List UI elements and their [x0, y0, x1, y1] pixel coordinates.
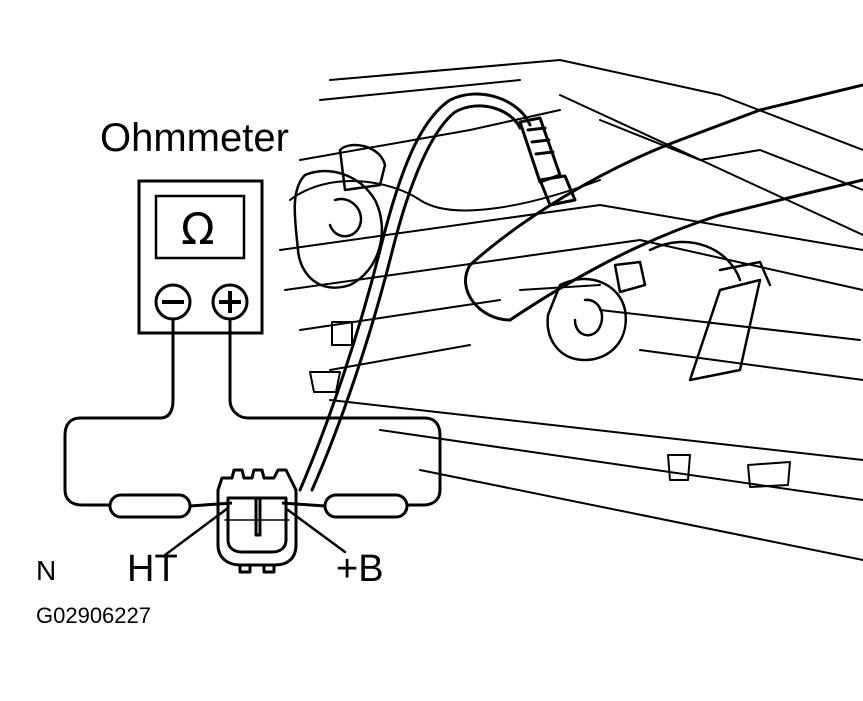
ohmmeter: [137, 179, 264, 335]
exhaust-pipe: [464, 83, 863, 322]
left-flange: [293, 143, 387, 289]
right-flange: [546, 260, 647, 362]
pipe-bracket: [648, 240, 772, 382]
figure-code: G02906227: [36, 603, 151, 628]
leader-lines: [163, 506, 347, 557]
sensor-connector: [216, 468, 298, 574]
clips: [309, 321, 791, 488]
ohm-symbol: Ω: [181, 204, 215, 255]
test-leads: [63, 317, 442, 507]
engine-background: [279, 59, 863, 561]
negative-probe: [108, 493, 192, 519]
probes: [108, 493, 409, 519]
sensor-cable: [298, 92, 577, 492]
terminal-label-ht: HT: [127, 548, 178, 590]
meter-title: Ohmmeter: [100, 116, 289, 160]
corner-mark: N: [36, 555, 57, 586]
ohmmeter-display: [154, 194, 246, 260]
terminal-label-b: +B: [336, 548, 384, 590]
positive-probe: [323, 493, 409, 519]
